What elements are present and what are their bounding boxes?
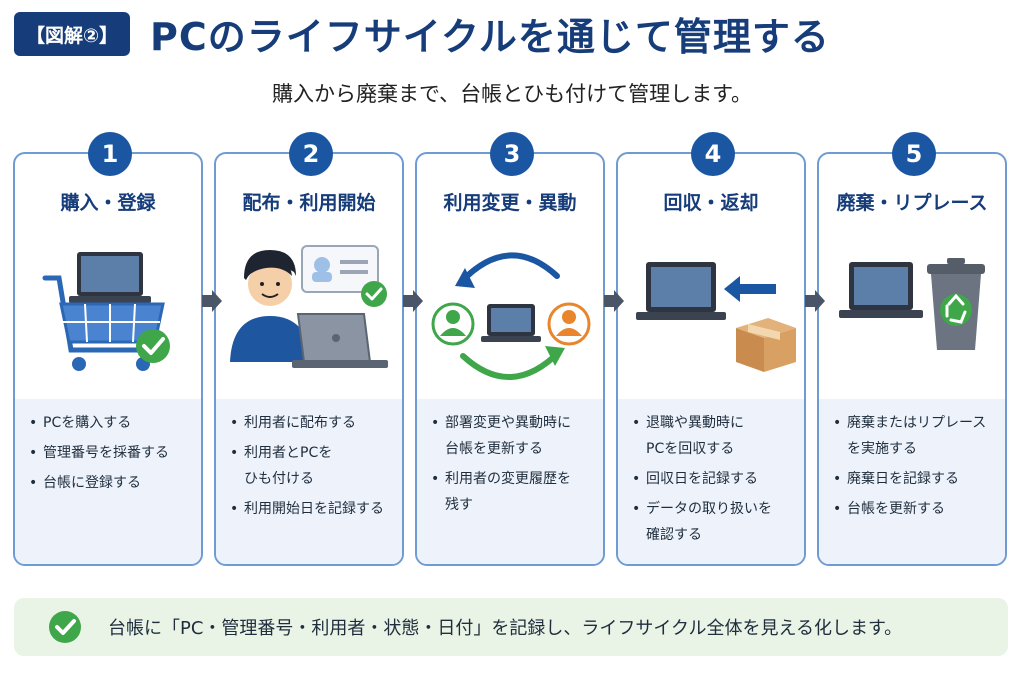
step-title: 廃棄・リプレース <box>836 192 988 214</box>
list-item: 利用開始日を記録する <box>230 496 394 522</box>
page-subtitle: 購入から廃棄まで、台帳とひも付けて管理します。 <box>271 82 753 106</box>
step-3-card: 利用変更・異動 部署変更や異動時に 台帳を更新する 利用者の変更履歴を 残す <box>415 152 605 566</box>
step-2-number: 2 <box>289 132 333 176</box>
list-item: データの取り扱いを 確認する <box>632 496 796 548</box>
shopping-cart-laptop-icon <box>42 252 170 371</box>
laptop-recycle-bin-icon <box>839 258 985 350</box>
step-1-card: 購入・登録 PCを購入する 管理番号を採番する 台帳に登録する <box>13 152 203 566</box>
list-item: 利用者の変更履歴を 残す <box>431 466 595 518</box>
list-item: 台帳を更新する <box>833 496 997 522</box>
step-4-items: 退職や異動時に PCを回収する 回収日を記録する データの取り扱いを 確認する <box>632 410 796 552</box>
user-swap-icon <box>431 252 591 380</box>
list-item: 台帳に登録する <box>29 470 193 496</box>
list-item: 退職や異動時に PCを回収する <box>632 410 796 462</box>
summary-text: 台帳に「PC・管理番号・利用者・状態・日付」を記録し、ライフサイクル全体を見える… <box>108 618 903 639</box>
list-item: PCを購入する <box>29 410 193 436</box>
summary-banner: 台帳に「PC・管理番号・利用者・状態・日付」を記録し、ライフサイクル全体を見える… <box>14 598 1008 656</box>
laptop-return-box-icon <box>636 262 796 372</box>
step-1-items: PCを購入する 管理番号を採番する 台帳に登録する <box>29 410 193 500</box>
list-item: 利用者とPCを ひも付ける <box>230 440 394 492</box>
check-circle-icon <box>49 611 81 643</box>
step-3-items: 部署変更や異動時に 台帳を更新する 利用者の変更履歴を 残す <box>431 410 595 522</box>
chevron-right-icon <box>604 290 624 312</box>
step-2-card: 配布・利用開始 利用者に配布する 利用者とPCを ひも付ける 利用開始日を記録す… <box>214 152 404 566</box>
step-title: 購入・登録 <box>60 192 156 214</box>
step-title: 利用変更・異動 <box>443 192 577 214</box>
list-item: 管理番号を採番する <box>29 440 193 466</box>
step-title: 配布・利用開始 <box>242 192 376 214</box>
page-title: PCのライフサイクルを通じて管理する <box>150 15 830 59</box>
step-5-card: 廃棄・リプレース 廃棄またはリプレース を実施する 廃棄日を記録する 台帳を更新… <box>817 152 1007 566</box>
list-item: 廃棄またはリプレース を実施する <box>833 410 997 462</box>
chevron-right-icon <box>403 290 423 312</box>
chevron-right-icon <box>202 290 222 312</box>
list-item: 部署変更や異動時に 台帳を更新する <box>431 410 595 462</box>
figure-tag: 【図解②】 <box>14 12 130 56</box>
step-3-number: 3 <box>490 132 534 176</box>
step-5-number: 5 <box>892 132 936 176</box>
step-5-items: 廃棄またはリプレース を実施する 廃棄日を記録する 台帳を更新する <box>833 410 997 526</box>
chevron-right-icon <box>805 290 825 312</box>
user-laptop-idcard-icon <box>230 245 388 368</box>
step-4-card: 回収・返却 退職や異動時に PCを回収する 回収日を記録する データの取り扱いを… <box>616 152 806 566</box>
step-1-number: 1 <box>88 132 132 176</box>
step-title: 回収・返却 <box>663 192 759 214</box>
step-2-items: 利用者に配布する 利用者とPCを ひも付ける 利用開始日を記録する <box>230 410 394 526</box>
list-item: 利用者に配布する <box>230 410 394 436</box>
step-4-number: 4 <box>691 132 735 176</box>
list-item: 廃棄日を記録する <box>833 466 997 492</box>
list-item: 回収日を記録する <box>632 466 796 492</box>
